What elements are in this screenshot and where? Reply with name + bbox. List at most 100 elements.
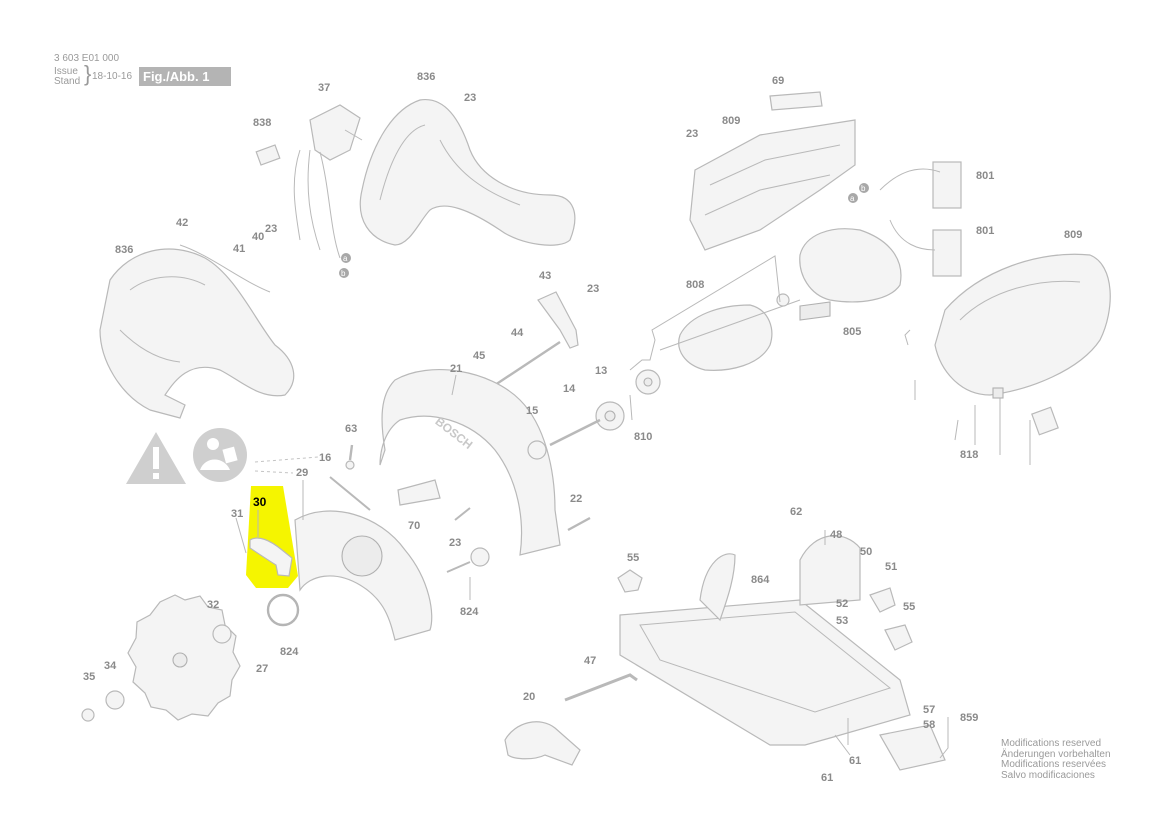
part-label-13: 13 (595, 365, 607, 377)
svg-text:a: a (343, 254, 348, 263)
part-label-58: 58 (923, 719, 935, 731)
dust-adapter-20 (504, 721, 581, 766)
part-label-69: 69 (772, 75, 784, 87)
handle-half-lower (99, 248, 295, 419)
part-label-62: 62 (790, 506, 802, 518)
cable-wires (179, 149, 341, 293)
connector-838 (255, 144, 281, 166)
part-label-45: 45 (473, 350, 485, 362)
motor-housing-809b (904, 253, 1111, 396)
spindle-14 (527, 418, 601, 460)
handle-half-upper (359, 99, 576, 246)
washer-824b (266, 593, 300, 627)
part-label-836: 836 (115, 244, 133, 256)
pin-22 (567, 516, 591, 532)
part-label-43: 43 (539, 270, 551, 282)
brace-glyph: } (84, 61, 92, 86)
spacer-70 (397, 479, 441, 506)
part-label-809: 809 (722, 115, 740, 127)
part-label-23: 23 (265, 223, 277, 235)
part-label-808: 808 (686, 279, 704, 291)
part-label-16: 16 (319, 452, 331, 464)
issue-label: Issue (54, 66, 78, 77)
stand-label: Stand (54, 76, 81, 87)
part-label-801: 801 (976, 225, 994, 237)
part-label-23: 23 (449, 537, 461, 549)
knob-51 (869, 587, 896, 613)
part-label-41: 41 (233, 243, 245, 255)
part-label-50: 50 (860, 546, 872, 558)
screw-23e (454, 507, 471, 521)
svg-text:b: b (861, 184, 866, 193)
part-label-42: 42 (176, 217, 188, 229)
svg-text:b: b (341, 269, 346, 278)
hex-key-47 (564, 673, 638, 702)
part-label-52: 52 (836, 598, 848, 610)
part-label-20: 20 (523, 691, 535, 703)
issue-date: 18-10-16 (92, 71, 133, 82)
brush-holders-801 (879, 161, 962, 277)
part-label-32: 32 (207, 599, 219, 611)
warning-triangle-icon (126, 432, 186, 484)
figure-badge: Fig./Abb. 1 (139, 67, 231, 86)
read-manual-icon (193, 428, 247, 482)
flange-32 (212, 624, 232, 644)
part-label-63: 63 (345, 423, 357, 435)
base-plate-864 (619, 535, 911, 746)
part-label-824: 824 (460, 606, 479, 618)
wire-marker-b: b (339, 268, 349, 278)
gear-13 (595, 401, 625, 431)
bolt-35 (81, 708, 95, 722)
part-label-29: 29 (296, 467, 308, 479)
part-label-34: 34 (104, 660, 117, 672)
knob-55a (617, 569, 643, 593)
part-label-51: 51 (885, 561, 897, 573)
part-label-809: 809 (1064, 229, 1082, 241)
part-label-838: 838 (253, 117, 271, 129)
part-label-15: 15 (526, 405, 538, 417)
document-number: 3 603 E01 000 (54, 53, 120, 64)
brush-plate-69 (769, 91, 823, 111)
note-line: Modifications reserved (1001, 738, 1102, 749)
part-label-23: 23 (587, 283, 599, 295)
part-label-810: 810 (634, 431, 652, 443)
washer-824a (446, 547, 490, 573)
part-label-23: 23 (686, 128, 698, 140)
part-label-859: 859 (960, 712, 978, 724)
part-label-61: 61 (849, 755, 861, 767)
parallel-guide-859 (879, 724, 946, 771)
lever-43 (537, 291, 579, 349)
shaft-44 (478, 340, 561, 387)
part-label-53: 53 (836, 615, 848, 627)
part-label-44: 44 (511, 327, 524, 339)
svg-text:a: a (850, 194, 855, 203)
part-label-70: 70 (408, 520, 420, 532)
bolt-63 (345, 444, 355, 470)
modifications-note: Modifications reserved Änderungen vorbeh… (1001, 738, 1111, 781)
part-label-836: 836 (417, 71, 435, 83)
knob-55b (884, 624, 913, 651)
part-label-57: 57 (923, 704, 935, 716)
part-label-824: 824 (280, 646, 299, 658)
part-label-47: 47 (584, 655, 596, 667)
part-label-31: 31 (231, 508, 243, 520)
motor-housing-809a (689, 119, 856, 251)
wire-marker-a: a (848, 193, 858, 203)
gear-810 (635, 369, 661, 395)
flange-34 (105, 690, 125, 710)
part-label-55: 55 (903, 601, 915, 613)
part-label-801: 801 (976, 170, 994, 182)
part-label-55: 55 (627, 552, 639, 564)
lever-30 (249, 537, 293, 577)
field-805 (799, 228, 902, 321)
part-label-818: 818 (960, 449, 978, 461)
wire-marker-a: a (341, 253, 351, 263)
part-label-22: 22 (570, 493, 582, 505)
part-label-48: 48 (830, 529, 842, 541)
armature-808 (659, 293, 801, 371)
part-label-40: 40 (252, 231, 264, 243)
note-line: Salvo modificaciones (1001, 769, 1095, 781)
switch-37 (309, 104, 363, 161)
